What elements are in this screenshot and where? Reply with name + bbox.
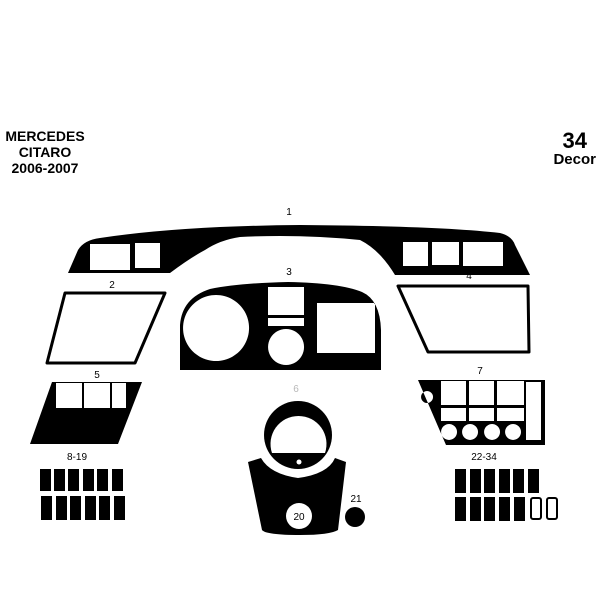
part-2-label: 2 [109, 280, 115, 291]
parts-8-19: 8-19 [40, 452, 125, 520]
brand-name: MERCEDES [5, 128, 85, 144]
part-5: 5 [30, 370, 142, 444]
vehicle-title: MERCEDES CITARO 2006-2007 [0, 128, 90, 176]
part-3: 3 [180, 267, 381, 370]
parts-22-34-label: 22-34 [471, 452, 497, 463]
part-2: 2 [45, 280, 167, 365]
part-20-label: 20 [293, 512, 305, 523]
part-5-label: 5 [94, 370, 100, 381]
part-6-label: 6 [293, 384, 299, 395]
decor-count: 34 [562, 128, 587, 153]
model-years: 2006-2007 [11, 160, 79, 176]
part-4: 4 [396, 271, 531, 354]
model-name: CITARO [18, 144, 72, 160]
decor-label: Decor [553, 151, 596, 168]
part-4-label: 4 [466, 271, 472, 282]
part-3-label: 3 [286, 267, 292, 278]
part-7-label: 7 [477, 366, 483, 377]
parts-22-34: 22-34 [455, 452, 558, 521]
part-6: 6 [264, 384, 332, 469]
parts-8-19-label: 8-19 [67, 452, 87, 463]
decor-count-badge: 34 Decor [553, 130, 596, 168]
part-7: 7 [418, 366, 545, 445]
part-21: 21 [345, 494, 365, 527]
part-20: 20 [248, 458, 346, 535]
part-1-label: 1 [286, 207, 292, 218]
part-21-label: 21 [350, 494, 362, 505]
part-1: 1 [68, 207, 530, 275]
